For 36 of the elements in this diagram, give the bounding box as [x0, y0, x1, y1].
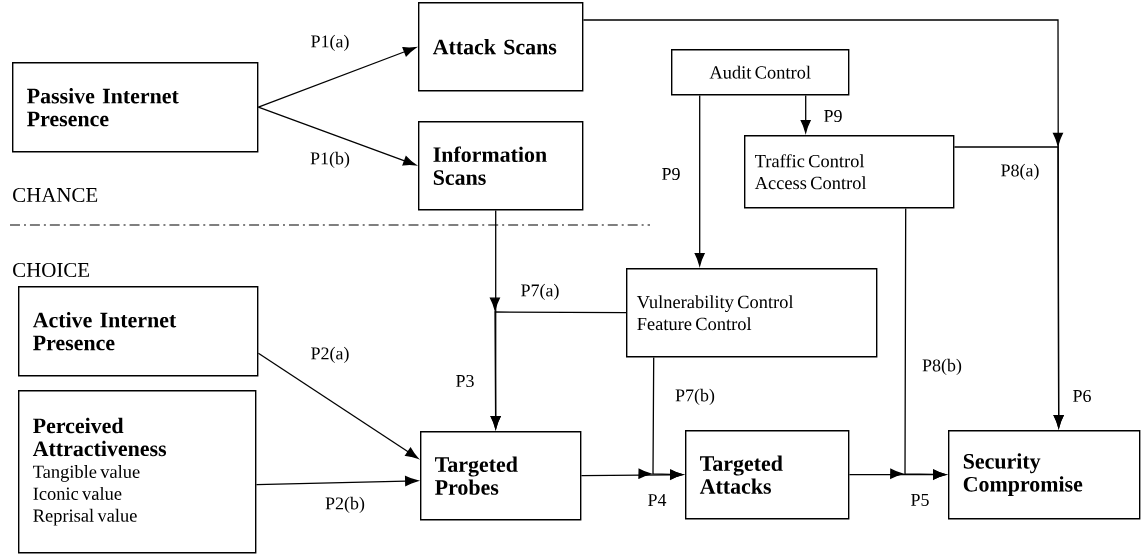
edge-label: P9 — [822, 109, 844, 123]
control-box: Traffic Control Access Control — [744, 135, 955, 209]
control-box: Vulnerability Control Feature Control — [626, 268, 878, 358]
edge-label: P1(a) — [309, 33, 351, 53]
process-box: Security Compromise — [948, 430, 1141, 520]
edge-label: P4 — [646, 493, 668, 507]
edge-label: P7(b) — [674, 387, 716, 407]
edge-label: P2(a) — [309, 345, 351, 365]
edge-label: P5 — [909, 493, 931, 507]
process-box: Active Internet Presence — [18, 286, 259, 377]
arrow — [580, 469, 683, 480]
edge-label: P6 — [1071, 388, 1093, 403]
process-box: Information Scans — [418, 121, 584, 211]
control-box: Audit Control — [671, 49, 850, 96]
arrow — [800, 94, 811, 133]
region-label: CHANCE — [13, 187, 98, 202]
arrow — [953, 132, 1064, 428]
process-box: Passive Internet Presence — [12, 62, 259, 153]
edge-label: P8(a) — [999, 162, 1041, 182]
arrow — [255, 476, 418, 487]
process-box: Targeted Probes — [420, 431, 582, 521]
edge-label: P8(b) — [921, 357, 963, 377]
arrow — [257, 352, 419, 459]
edge-label: P7(a) — [519, 282, 561, 302]
process-box: Attack Scans — [418, 2, 584, 92]
edge-label: P3 — [454, 373, 476, 388]
arrow — [257, 47, 417, 108]
arrow — [257, 106, 417, 166]
arrow — [694, 94, 705, 266]
edge-label: P9 — [660, 166, 682, 181]
arrow — [489, 297, 627, 429]
edge-label: P2(b) — [324, 495, 366, 515]
edge-label: P1(b) — [309, 150, 351, 170]
process-box: Perceived Attractiveness Tangible value Iconic value Reprisal value — [18, 390, 257, 554]
process-box: Targeted Attacks — [685, 430, 850, 520]
arrow — [848, 469, 946, 480]
